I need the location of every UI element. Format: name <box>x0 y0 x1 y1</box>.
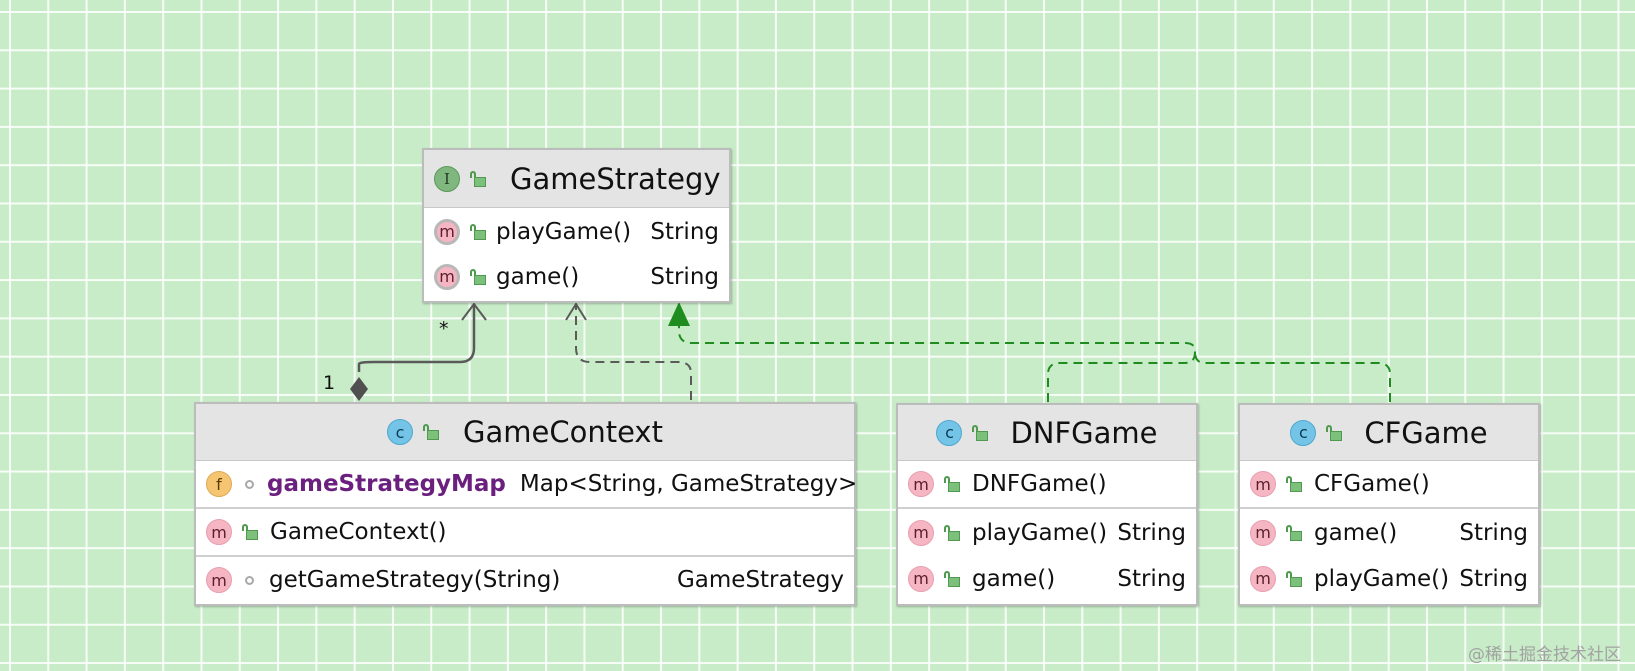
private-visibility-icon <box>245 575 254 585</box>
class-header: c GameContext <box>196 404 854 461</box>
class-icon: c <box>1290 419 1317 446</box>
realization-edges <box>668 302 1391 402</box>
class-game-context[interactable]: c GameContext f gameStrategyMap Map<Stri… <box>194 402 858 606</box>
public-visibility-icon <box>972 424 989 441</box>
method-name: game() <box>972 565 1056 592</box>
public-visibility-icon <box>944 524 960 541</box>
public-visibility-icon <box>1326 424 1343 441</box>
constructor-name: GameContext() <box>270 519 447 545</box>
method-row[interactable]: m game() String <box>898 556 1196 601</box>
method-type: String <box>1459 565 1528 592</box>
realization-arrowhead <box>668 302 690 326</box>
methods-section: m game() String m playGame() String <box>1240 509 1538 601</box>
constructors-section: m CFGame() <box>1240 461 1538 509</box>
method-name: playGame() <box>496 218 632 245</box>
public-visibility-icon <box>470 223 486 240</box>
constructor-row[interactable]: m GameContext() <box>196 509 854 555</box>
method-name: game() <box>1314 519 1398 546</box>
method-name: getGameStrategy(String) <box>269 567 561 593</box>
public-visibility-icon <box>423 424 440 440</box>
method-type: String <box>1459 519 1528 546</box>
field-type: Map<String, GameStrategy> <box>519 471 858 497</box>
method-type: GameStrategy <box>676 567 844 593</box>
constructors-section: m DNFGame() <box>898 461 1196 509</box>
abstract-method-icon: m <box>434 218 460 245</box>
constructor-row[interactable]: m DNFGame() <box>898 461 1196 507</box>
method-icon: m <box>908 519 934 546</box>
public-visibility-icon <box>944 476 960 492</box>
methods-section: m playGame() String m game() String <box>898 509 1196 601</box>
multiplicity-many: * <box>439 318 449 340</box>
composition-edge <box>350 302 487 401</box>
class-name: GameStrategy <box>510 161 721 196</box>
public-visibility-icon <box>1286 476 1302 492</box>
method-row[interactable]: m getGameStrategy(String) GameStrategy <box>196 557 854 603</box>
constructor-row[interactable]: m CFGame() <box>1240 461 1538 507</box>
class-header: c CFGame <box>1240 405 1538 461</box>
method-name: game() <box>496 263 580 290</box>
method-icon: m <box>1250 471 1276 497</box>
field-row[interactable]: f gameStrategyMap Map<String, GameStrate… <box>196 461 858 507</box>
method-type: String <box>1117 565 1186 592</box>
class-header: c DNFGame <box>898 405 1196 461</box>
composition-diamond <box>350 377 368 401</box>
method-type: String <box>650 263 719 290</box>
method-row[interactable]: m game() String <box>424 254 729 299</box>
constructors-section: m GameContext() <box>196 509 854 557</box>
method-row[interactable]: m playGame() String <box>1240 556 1538 601</box>
private-visibility-icon <box>245 479 254 489</box>
method-icon: m <box>1250 565 1276 592</box>
dependency-edge <box>565 302 692 400</box>
class-header: I GameStrategy <box>424 150 729 208</box>
class-name: DNFGame <box>1010 415 1158 450</box>
public-visibility-icon <box>1286 570 1302 587</box>
public-visibility-icon <box>470 268 486 285</box>
interface-icon: I <box>434 165 460 192</box>
constructor-name: CFGame() <box>1314 471 1430 497</box>
fields-section: f gameStrategyMap Map<String, GameStrate… <box>196 461 858 509</box>
class-cf-game[interactable]: c CFGame m CFGame() m game() String m pl… <box>1238 403 1540 606</box>
method-row[interactable]: m game() String <box>1240 509 1538 556</box>
public-visibility-icon <box>470 170 486 187</box>
class-name: GameContext <box>463 415 663 449</box>
methods-section: m playGame() String m game() String <box>424 208 729 299</box>
method-name: playGame() <box>972 519 1108 546</box>
public-visibility-icon <box>944 570 960 587</box>
method-name: playGame() <box>1314 565 1450 592</box>
method-icon: m <box>206 567 232 593</box>
method-type: String <box>650 218 719 245</box>
class-dnf-game[interactable]: c DNFGame m DNFGame() m playGame() Strin… <box>896 403 1198 606</box>
method-icon: m <box>908 565 934 592</box>
watermark: @稀土掘金技术社区 <box>1468 645 1621 665</box>
method-row[interactable]: m playGame() String <box>898 509 1196 556</box>
multiplicity-one: 1 <box>323 372 336 394</box>
method-row[interactable]: m playGame() String <box>424 209 729 254</box>
class-icon: c <box>387 419 414 445</box>
methods-section: m getGameStrategy(String) GameStrategy <box>196 557 854 603</box>
method-icon: m <box>1250 519 1276 546</box>
public-visibility-icon <box>242 524 258 540</box>
field-icon: f <box>206 471 232 497</box>
method-type: String <box>1117 519 1186 546</box>
abstract-method-icon: m <box>434 263 460 290</box>
class-name: CFGame <box>1364 415 1488 450</box>
method-icon: m <box>206 519 232 545</box>
field-name: gameStrategyMap <box>267 471 506 497</box>
class-game-strategy[interactable]: I GameStrategy m playGame() String m gam… <box>422 148 731 303</box>
class-icon: c <box>936 419 963 446</box>
constructor-name: DNFGame() <box>972 471 1107 497</box>
method-icon: m <box>908 471 934 497</box>
public-visibility-icon <box>1286 524 1302 541</box>
